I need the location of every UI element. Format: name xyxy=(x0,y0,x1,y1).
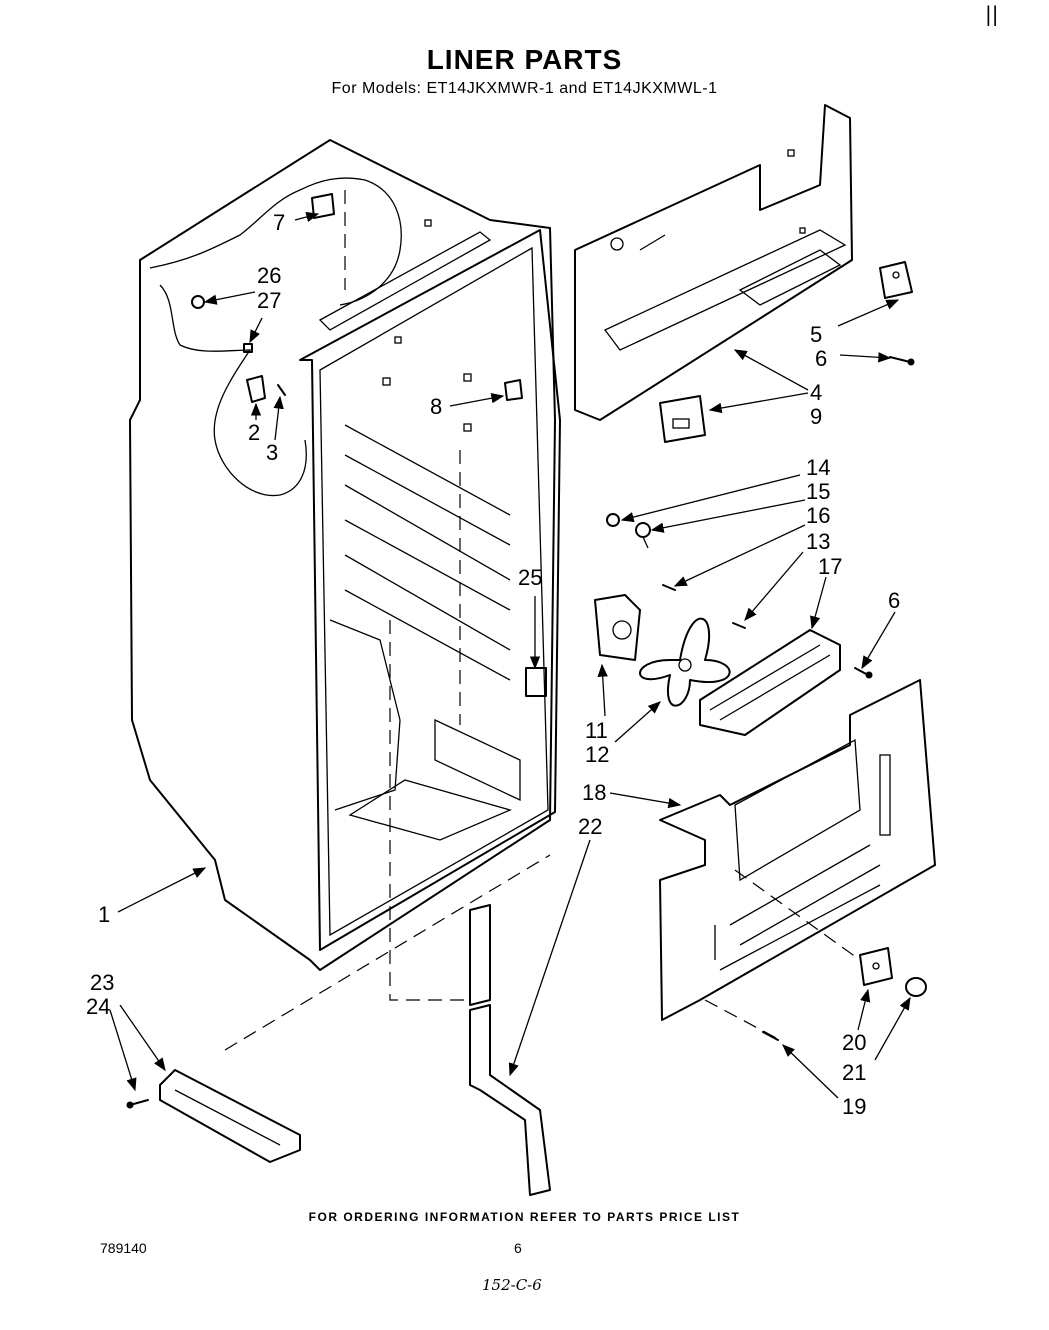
document-number: 789140 xyxy=(100,1240,147,1256)
knob-part-21 xyxy=(905,977,927,997)
page-title: LINER PARTS xyxy=(426,44,623,75)
screw-part-24 xyxy=(126,1099,149,1109)
callout-1: 1 xyxy=(98,902,110,927)
callout-17: 17 xyxy=(818,554,842,579)
screw-part-19 xyxy=(762,1031,779,1041)
callout-25: 25 xyxy=(518,565,542,590)
model-subtitle: For Models: ET14JKXMWR-1 and ET14JKXMWL-… xyxy=(331,80,718,97)
ordering-note: FOR ORDERING INFORMATION REFER TO PARTS … xyxy=(308,1210,741,1224)
callout-7: 7 xyxy=(273,210,285,235)
callout-16: 16 xyxy=(806,503,830,528)
callout-5: 5 xyxy=(810,322,822,347)
callout-13: 13 xyxy=(806,529,830,554)
channel-part-22 xyxy=(469,904,551,1196)
bottom-rail-part-23 xyxy=(159,1069,301,1163)
callout-20: 20 xyxy=(842,1030,866,1055)
callout-3: 3 xyxy=(266,440,278,465)
callout-15: 15 xyxy=(806,479,830,504)
corner-mark: || xyxy=(985,2,999,26)
callout-6-upper: 6 xyxy=(815,346,827,371)
page-number: 6 xyxy=(514,1240,522,1256)
callout-9: 9 xyxy=(810,404,822,429)
liner-fasteners xyxy=(191,193,547,697)
evaporator-cover xyxy=(574,104,853,421)
callout-23: 23 xyxy=(90,970,114,995)
leader-lines xyxy=(109,211,911,1099)
callout-21: 21 xyxy=(842,1060,866,1085)
callout-8: 8 xyxy=(430,394,442,419)
lower-baffle-panel xyxy=(659,679,936,1021)
liner-cabinet xyxy=(129,139,561,971)
callout-2: 2 xyxy=(248,420,260,445)
callout-12: 12 xyxy=(585,742,609,767)
callout-27: 27 xyxy=(257,288,281,313)
bracket-part-5 xyxy=(879,261,913,299)
bracket-part-20 xyxy=(859,947,893,986)
control-plate-part-9 xyxy=(659,395,706,443)
callout-24: 24 xyxy=(86,994,110,1019)
handwritten-note: 152-C-6 xyxy=(482,1276,542,1294)
callout-11: 11 xyxy=(585,718,608,743)
screw-part-6 xyxy=(854,356,915,679)
fan-motor-assembly xyxy=(594,513,841,736)
callout-6-lower: 6 xyxy=(888,588,900,613)
callout-18: 18 xyxy=(582,780,606,805)
callout-4: 4 xyxy=(810,380,822,405)
callout-19: 19 xyxy=(842,1094,866,1119)
callout-labels: 7 26 27 2 3 8 25 5 6 4 9 14 15 16 13 17 … xyxy=(86,210,900,1119)
callout-22: 22 xyxy=(578,814,602,839)
callout-26: 26 xyxy=(257,263,281,288)
callout-14: 14 xyxy=(806,455,830,480)
